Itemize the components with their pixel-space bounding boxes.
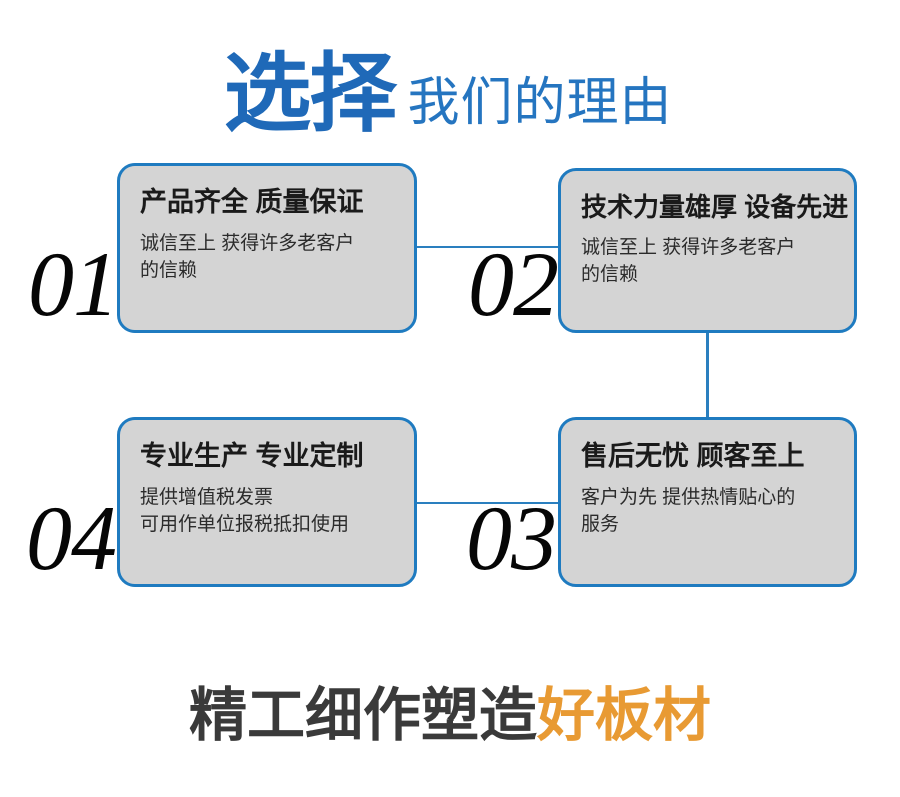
feature-number-01: 01 [28,233,119,335]
feature-number-03: 03 [466,487,557,589]
feature-card-02-body: 诚信至上 获得许多老客户 的信赖 [581,235,836,289]
title-strong: 选择 [224,46,397,143]
feature-card-02-body-line-1: 诚信至上 获得许多老客户 [581,236,796,258]
feature-card-02-title: 技术力量雄厚 设备先进 [581,192,849,222]
feature-card-04-body-line-2: 可用作单位报税抵扣使用 [140,513,350,535]
connector-02-to-03 [706,332,709,418]
feature-card-04: 专业生产 专业定制 提供增值税发票 可用作单位报税抵扣使用 [117,417,417,587]
feature-card-03-body-line-1: 客户为先 提供热情贴心的 [581,486,796,508]
feature-card-04-body: 提供增值税发票 可用作单位报税抵扣使用 [140,485,396,539]
feature-card-01-title: 产品齐全 质量保证 [140,187,364,217]
footer-slogan-dark: 精工细作塑造 [188,683,537,748]
feature-number-02: 02 [468,233,559,335]
connector-04-to-03 [417,502,558,504]
footer-slogan: 精工细作塑造好板材 [0,668,900,752]
feature-card-03-body: 客户为先 提供热情贴心的 服务 [581,485,836,539]
page-title: 选择 我们的理由 [0,24,900,143]
feature-card-02-body-line-2: 的信赖 [581,263,639,285]
feature-card-01-body: 诚信至上 获得许多老客户 的信赖 [140,231,396,285]
footer-slogan-accent: 好板材 [537,683,712,748]
feature-number-04: 04 [26,487,117,589]
title-light: 我们的理由 [407,74,673,132]
feature-card-01-body-line-2: 的信赖 [140,259,198,281]
feature-card-04-body-line-1: 提供增值税发票 [140,486,274,508]
feature-card-02: 技术力量雄厚 设备先进 诚信至上 获得许多老客户 的信赖 [558,168,857,333]
feature-card-03-title: 售后无忧 顾客至上 [581,441,805,471]
feature-card-03: 售后无忧 顾客至上 客户为先 提供热情贴心的 服务 [558,417,857,587]
connector-01-to-02 [417,246,558,248]
feature-card-03-body-line-2: 服务 [581,513,620,535]
feature-card-04-title: 专业生产 专业定制 [140,441,364,471]
feature-card-01-body-line-1: 诚信至上 获得许多老客户 [140,232,355,254]
feature-card-01: 产品齐全 质量保证 诚信至上 获得许多老客户 的信赖 [117,163,417,333]
